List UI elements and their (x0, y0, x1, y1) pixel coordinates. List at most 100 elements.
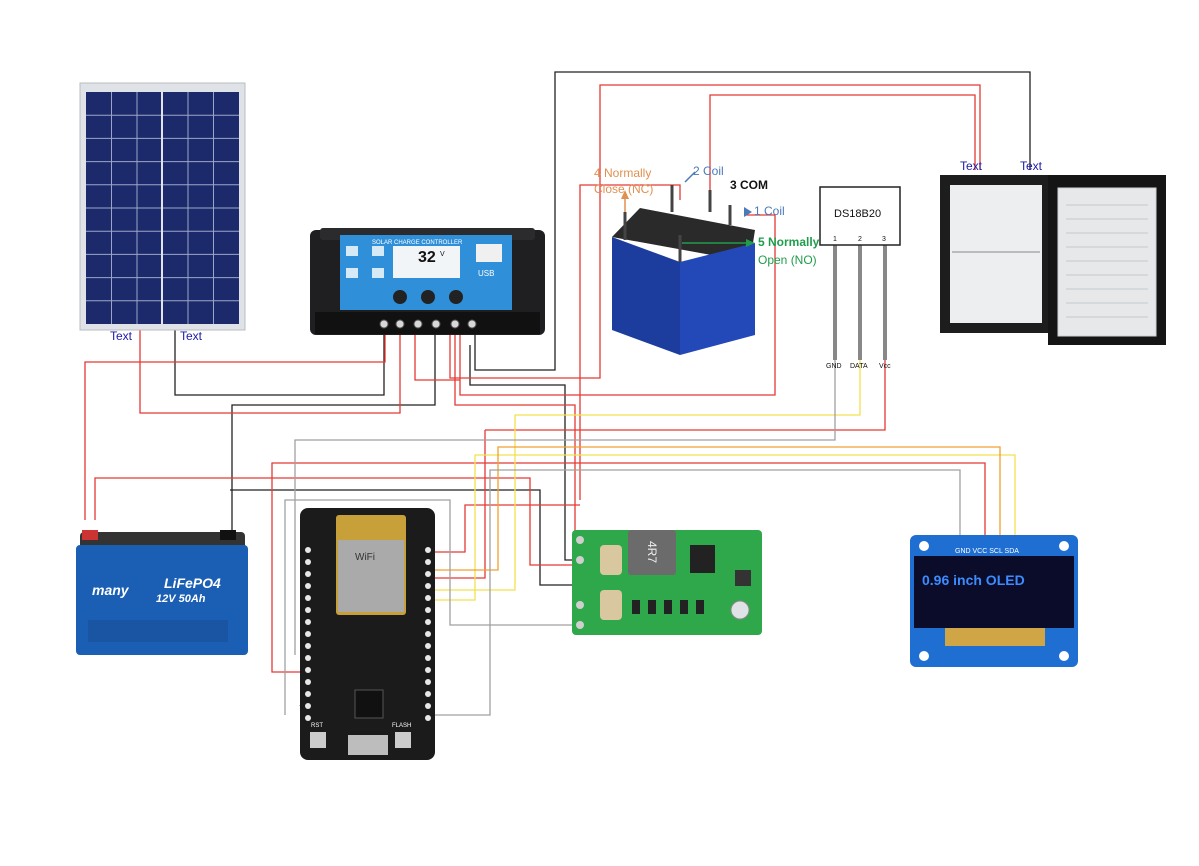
header-pin (425, 559, 431, 565)
controller-usb-label: USB (478, 269, 494, 278)
smd-component (648, 600, 656, 614)
header-pin (425, 679, 431, 685)
header-pin (305, 547, 311, 553)
oled-text: 0.96 inch OLED (922, 572, 1025, 588)
sensor-pin2: 2 (858, 236, 862, 243)
wire-gray (284, 499, 575, 715)
header-pin (305, 619, 311, 625)
rst-button[interactable] (310, 732, 326, 748)
relay: 4 Normally Close (NC) 2 Coil 3 COM 1 Coi… (594, 164, 820, 355)
mode-icon (346, 246, 358, 256)
header-pin (425, 595, 431, 601)
wire-black (230, 489, 575, 586)
buck-potentiometer[interactable] (730, 600, 750, 620)
wire-red (414, 330, 460, 381)
wire-red (84, 330, 386, 520)
header-pin (305, 703, 311, 709)
flash-button[interactable] (395, 732, 411, 748)
sensor-pin1: 1 (833, 236, 837, 243)
controller-button-1[interactable] (393, 290, 407, 304)
fridge-terminal-a: Text (960, 159, 983, 173)
header-pin (305, 631, 311, 637)
buck-inductor-label: 4R7 (645, 541, 659, 563)
clock-icon (346, 268, 358, 278)
wire-red (579, 184, 681, 500)
controller-display: 32 (418, 249, 436, 266)
wire-red (430, 504, 580, 553)
header-pin (305, 655, 311, 661)
relay-pin2-label: 2 Coil (693, 164, 724, 178)
wire-red (459, 214, 776, 396)
battery-chemistry: LiFePO4 (164, 575, 221, 591)
relay-pin4-label: 4 Normally (594, 166, 651, 180)
header-pin (305, 559, 311, 565)
header-pin (425, 631, 431, 637)
wire-red (271, 462, 986, 673)
mini-fridge: Text Text (940, 159, 1166, 345)
solar-panel: Text Text (79, 82, 246, 343)
header-pin (305, 595, 311, 601)
header-pin (425, 643, 431, 649)
wire-red (449, 84, 981, 379)
header-pin (425, 547, 431, 553)
nodemcu-rst-label: RST (311, 723, 323, 729)
wire-black (469, 345, 575, 561)
relay-pin1-label: 1 Coil (754, 204, 785, 218)
relay-pin5-label: 5 Normally (758, 235, 820, 249)
battery-rating: 12V 50Ah (156, 593, 206, 605)
smd-component (632, 600, 640, 614)
oled-display: 0.96 inch OLED GND VCC SCL SDA (910, 535, 1078, 667)
sensor-pin3: 3 (882, 236, 886, 243)
wires (84, 71, 1031, 716)
header-pin (425, 703, 431, 709)
wire-red (454, 330, 576, 575)
wire-gray (294, 360, 836, 655)
header-pin (425, 571, 431, 577)
buck-converter: 4R7 (572, 530, 762, 635)
charge-controller: SOLAR CHARGE CONTROLLER 32 V USB (310, 228, 545, 335)
wire-orange (430, 446, 1001, 571)
battery-brand: many (92, 582, 130, 598)
relay-pin3-label: 3 COM (730, 178, 768, 192)
wire-red (139, 330, 401, 414)
controller-title: SOLAR CHARGE CONTROLLER (372, 240, 463, 246)
sensor-vcc: Vcc (879, 363, 891, 370)
header-pin (425, 619, 431, 625)
smd-component (680, 600, 688, 614)
header-pin (305, 583, 311, 589)
controller-button-2[interactable] (421, 290, 435, 304)
smd-component (696, 600, 704, 614)
header-pin (305, 643, 311, 649)
smd-component (664, 600, 672, 614)
wire-red (94, 477, 575, 566)
relay-pin5-label-2: Open (NO) (758, 253, 817, 267)
wire-red (709, 94, 976, 190)
gear-icon (372, 246, 384, 256)
header-pin (305, 571, 311, 577)
sensor-name: DS18B20 (834, 208, 881, 220)
relay-pin4-label-2: Close (NC) (594, 182, 653, 196)
wire-black (231, 330, 436, 490)
nodemcu-wifi-label: WiFi (355, 552, 375, 563)
header-pin (425, 655, 431, 661)
battery: many LiFePO4 12V 50Ah (76, 530, 248, 655)
lock-icon (372, 268, 384, 278)
nodemcu-board: WiFi RST FLASH (300, 508, 435, 760)
solar-terminal-pos: Text (180, 329, 203, 343)
controller-button-3[interactable] (449, 290, 463, 304)
oled-pin-labels: GND VCC SCL SDA (955, 548, 1019, 555)
sensor-data: DATA (850, 363, 868, 370)
header-pin (305, 679, 311, 685)
controller-terminals (379, 319, 477, 329)
wire-black (100, 490, 233, 536)
wire-yellow (430, 360, 861, 591)
header-pin (305, 667, 311, 673)
wire-red (485, 360, 886, 431)
controller-display-unit: V (440, 251, 445, 258)
solar-terminal-neg: Text (110, 329, 133, 343)
wire-gray (430, 469, 961, 716)
header-pin (305, 691, 311, 697)
relay-arrow-coil2 (684, 171, 696, 183)
header-pin (425, 691, 431, 697)
